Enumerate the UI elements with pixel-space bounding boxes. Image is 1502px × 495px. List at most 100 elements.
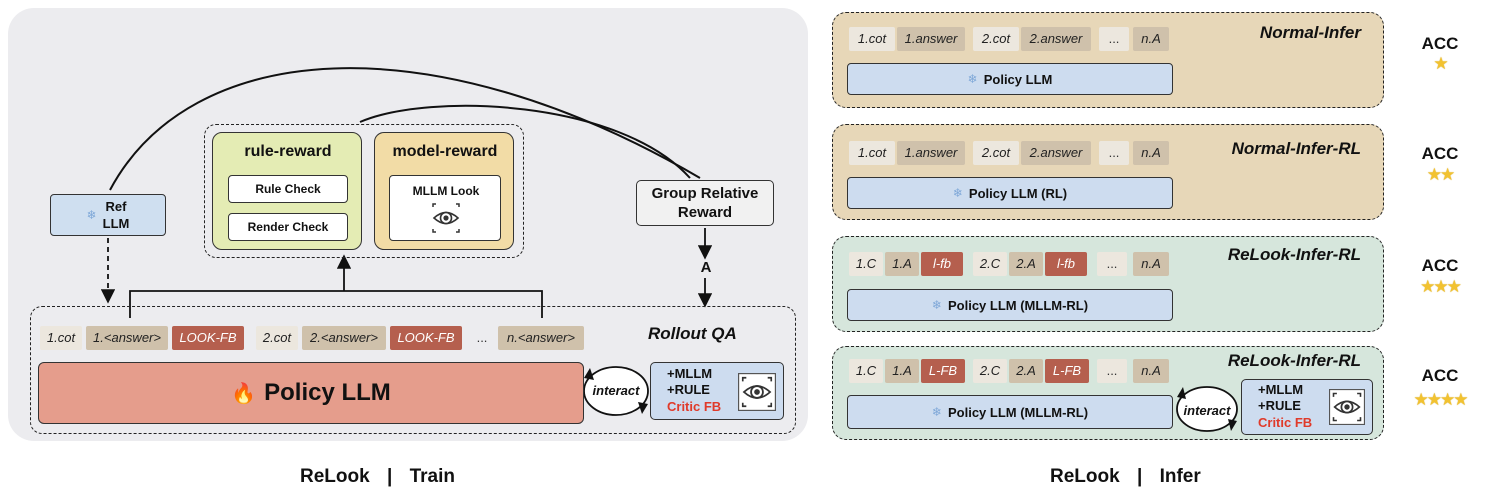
infer-token: 2.C: [973, 359, 1007, 383]
infer-token: 1.cot: [849, 141, 895, 165]
infer-token: n.A: [1133, 27, 1169, 51]
rollout-token-cot: 2.cot: [256, 326, 298, 350]
rollout-token-look-fb: LOOK-FB: [172, 326, 244, 350]
train-caption-right: Train: [409, 466, 455, 487]
infer-token-feedback: l-fb: [921, 252, 963, 276]
infer-token: 2.A: [1009, 359, 1043, 383]
policy-llm-infer-bar: ❄ Policy LLM: [847, 63, 1173, 95]
rollout-container: [30, 306, 796, 434]
acc-label: ACC: [1421, 144, 1459, 163]
infer-token: n.A: [1133, 252, 1169, 276]
infer-token: ...: [1099, 27, 1129, 51]
star-icon: ★★★★: [1413, 390, 1469, 409]
infer-token: ...: [1099, 141, 1129, 165]
infer-token: 1.C: [849, 252, 883, 276]
infer-token: n.A: [1133, 359, 1169, 383]
infer-token: 1.answer: [897, 27, 965, 51]
critic-line-mllm: +MLLM: [1258, 382, 1304, 397]
infer-token-feedback: L-FB: [1045, 359, 1089, 383]
acc-label: ACC: [1421, 366, 1459, 385]
policy-llm-infer-label: Policy LLM: [983, 71, 1053, 87]
eye-icon: [1329, 389, 1365, 425]
infer-caption-right: Infer: [1159, 466, 1201, 487]
policy-llm-infer-bar: ❄ Policy LLM (MLLM-RL): [847, 289, 1173, 321]
policy-llm-infer-label: Policy LLM (MLLM-RL): [947, 404, 1089, 420]
infer-token: 1.answer: [897, 141, 965, 165]
infer-token: 2.answer: [1021, 27, 1091, 51]
rollout-token-answer: n.<answer>: [498, 326, 584, 350]
interact-label: interact: [1183, 403, 1231, 418]
advantage-label: A: [700, 259, 712, 276]
snowflake-icon: ❄: [967, 72, 978, 86]
infer-panel-relook-rl-critic: ReLook-Infer-RL 1.C 1.A L-FB 2.C 2.A L-F…: [832, 346, 1384, 440]
infer-panel-normal: Normal-Infer 1.cot 1.answer 2.cot 2.answ…: [832, 12, 1384, 108]
interact-label: interact: [592, 383, 640, 398]
rollout-title: Rollout QA: [648, 324, 737, 343]
interact-loop: [1176, 386, 1238, 432]
infer-token: 1.A: [885, 252, 919, 276]
ref-llm-label: Ref LLM: [102, 199, 130, 231]
rollout-token-answer: 2.<answer>: [302, 326, 386, 350]
infer-title: ReLook-Infer-RL: [1227, 245, 1361, 264]
infer-token-feedback: L-FB: [921, 359, 965, 383]
eye-icon: [738, 373, 776, 411]
mllm-look-card: MLLM Look: [389, 175, 501, 241]
policy-llm-train-box: 🔥 Policy LLM: [38, 362, 584, 424]
infer-title: Normal-Infer-RL: [1231, 139, 1361, 158]
group-relative-reward-box: Group Relative Reward: [636, 180, 774, 226]
snowflake-icon: ❄: [931, 298, 942, 312]
mllm-look-label: MLLM Look: [412, 184, 480, 198]
infer-title: Normal-Infer: [1259, 23, 1361, 42]
model-reward-title: model-reward: [392, 143, 498, 160]
infer-title: ReLook-Infer-RL: [1227, 351, 1361, 370]
infer-caption-left: ReLook: [1050, 466, 1120, 487]
acc-label: ACC: [1421, 256, 1459, 275]
train-connectors: [100, 67, 713, 416]
infer-token-feedback: l-fb: [1045, 252, 1087, 276]
rollout-token-look-fb: LOOK-FB: [390, 326, 462, 350]
infer-panel-normal-rl: Normal-Infer-RL 1.cot 1.answer 2.cot 2.a…: [832, 124, 1384, 220]
policy-llm-infer-label: Policy LLM (RL): [968, 185, 1068, 201]
snowflake-icon: ❄: [952, 186, 963, 200]
critic-line-rule: +RULE: [667, 382, 710, 397]
critic-box-train: +MLLM +RULE Critic FB: [650, 362, 784, 420]
policy-llm-infer-bar: ❄ Policy LLM (RL): [847, 177, 1173, 209]
render-check-item: Render Check: [228, 213, 348, 241]
infer-token: n.A: [1133, 141, 1169, 165]
infer-token: 2.cot: [973, 141, 1019, 165]
rule-reward-box: rule-reward Rule Check Render Check: [212, 132, 362, 250]
fire-icon: 🔥: [231, 382, 257, 405]
critic-line-rule: +RULE: [1258, 398, 1301, 413]
infer-token: 2.cot: [973, 27, 1019, 51]
infer-token: ...: [1097, 252, 1127, 276]
infer-caption: ReLook | Infer: [1050, 466, 1201, 487]
reward-container: [204, 124, 524, 258]
infer-token: 1.A: [885, 359, 919, 383]
critic-line-mllm: +MLLM: [667, 366, 713, 381]
snowflake-icon: ❄: [86, 207, 97, 222]
policy-llm-train-label: Policy LLM: [264, 379, 391, 406]
star-icon: ★★★: [1420, 277, 1462, 296]
eye-icon: [432, 203, 460, 233]
critic-fb-label: Critic FB: [1258, 415, 1313, 430]
train-caption: ReLook | Train: [300, 466, 455, 487]
star-icon: ★: [1433, 54, 1448, 73]
rule-reward-title: rule-reward: [244, 143, 332, 160]
rollout-token-cot: 1.cot: [40, 326, 82, 350]
infer-token: 1.C: [849, 359, 883, 383]
rollout-token-answer: 1.<answer>: [86, 326, 168, 350]
infer-token: 2.C: [973, 252, 1007, 276]
infer-panel-relook-rl: ReLook-Infer-RL 1.C 1.A l-fb 2.C 2.A l-f…: [832, 236, 1384, 332]
infer-token: ...: [1097, 359, 1127, 383]
acc-label: ACC: [1421, 34, 1459, 53]
star-icon: ★★: [1426, 165, 1455, 184]
policy-llm-infer-label: Policy LLM (MLLM-RL): [947, 297, 1089, 313]
rule-check-item: Rule Check: [228, 175, 348, 203]
rollout-token-ellipsis: ...: [476, 330, 488, 345]
infer-token: 1.cot: [849, 27, 895, 51]
infer-token: 2.A: [1009, 252, 1043, 276]
snowflake-icon: ❄: [931, 405, 942, 419]
train-caption-left: ReLook: [300, 466, 370, 487]
infer-token: 2.answer: [1021, 141, 1091, 165]
ref-llm-box: ❄ Ref LLM: [50, 194, 166, 236]
